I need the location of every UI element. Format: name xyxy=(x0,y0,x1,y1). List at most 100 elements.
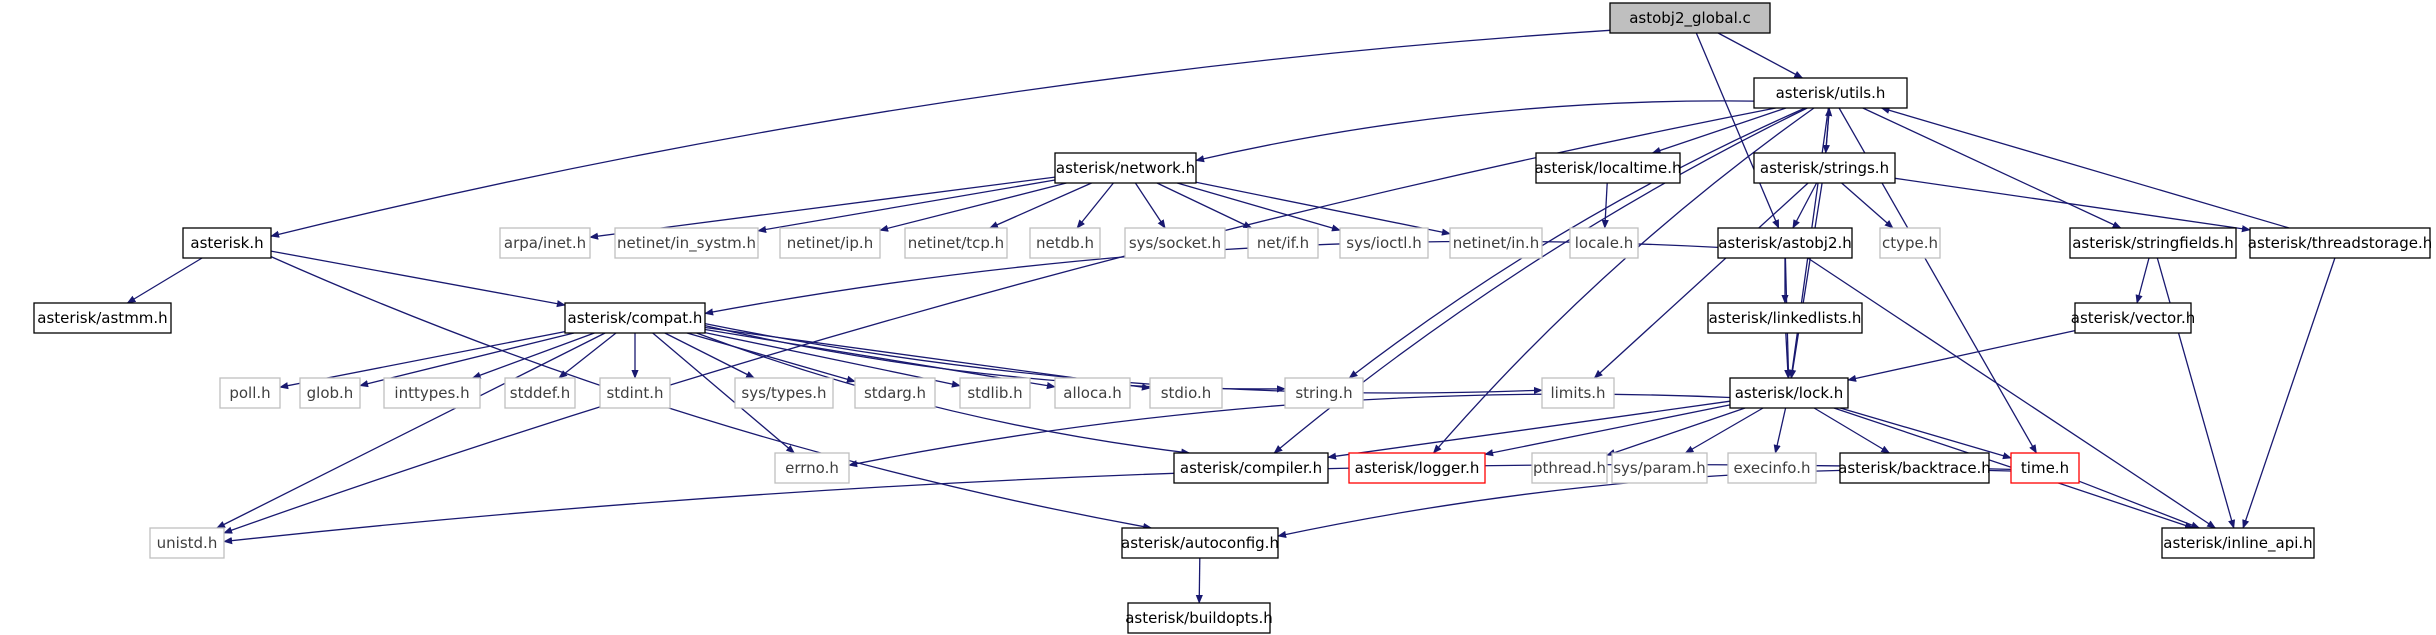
node-box xyxy=(1707,302,1863,334)
node-pthread: pthread.h xyxy=(1531,452,1608,484)
edge-utils-to-logger xyxy=(1432,107,1815,454)
nodes-layer: astobj2_global.c asterisk/utils.h asterisk… xyxy=(33,2,2432,634)
node-box xyxy=(499,227,591,259)
node-label: netinet/tcp.h xyxy=(908,234,1004,252)
node-threadstorage[interactable]: asterisk/threadstorage.h xyxy=(2248,227,2432,259)
node-label: execinfo.h xyxy=(1734,459,1811,477)
node-ioctl: sys/ioctl.h xyxy=(1339,227,1429,259)
node-label: net/if.h xyxy=(1257,234,1309,252)
node-box xyxy=(219,377,281,409)
node-stringfields[interactable]: asterisk/stringfields.h xyxy=(2069,227,2237,259)
node-label: netinet/in.h xyxy=(1453,234,1539,252)
node-box xyxy=(1609,2,1771,34)
node-box xyxy=(1611,452,1708,484)
edge-asterisk-to-astmm xyxy=(126,257,203,304)
edge-network-to-netdb xyxy=(1076,182,1114,229)
node-asterisk[interactable]: asterisk.h xyxy=(182,227,272,259)
node-astmm[interactable]: asterisk/astmm.h xyxy=(33,302,172,334)
node-box xyxy=(1531,452,1608,484)
node-root[interactable]: astobj2_global.c xyxy=(1609,2,1771,34)
node-label: pthread.h xyxy=(1533,459,1606,477)
node-buildopts[interactable]: asterisk/buildopts.h xyxy=(1125,602,1273,634)
node-label: sys/types.h xyxy=(741,384,826,402)
edge-strings-to-ctype xyxy=(1841,182,1894,229)
edge-compat-to-stdarg xyxy=(686,332,856,383)
node-time[interactable]: time.h xyxy=(2010,452,2080,484)
node-ip: netinet/ip.h xyxy=(779,227,881,259)
node-stdint: stdint.h xyxy=(599,377,671,409)
node-lock[interactable]: asterisk/lock.h xyxy=(1729,377,1849,409)
node-box xyxy=(2010,452,2080,484)
edges-layer xyxy=(126,29,2336,604)
node-vector[interactable]: asterisk/vector.h xyxy=(2071,302,2195,334)
node-box xyxy=(1753,77,1908,109)
node-box xyxy=(1054,152,1197,184)
node-label: unistd.h xyxy=(157,534,218,552)
node-label: stdint.h xyxy=(606,384,663,402)
node-box xyxy=(504,377,576,409)
node-compat[interactable]: asterisk/compat.h xyxy=(564,302,706,334)
node-box xyxy=(1173,452,1329,484)
node-box xyxy=(614,227,759,259)
node-box xyxy=(959,377,1031,409)
node-stdlib: stdlib.h xyxy=(959,377,1031,409)
node-box xyxy=(904,227,1008,259)
node-strings[interactable]: asterisk/strings.h xyxy=(1753,152,1896,184)
node-box xyxy=(854,377,936,409)
node-box xyxy=(1541,377,1615,409)
edge-utils-to-localtime xyxy=(1651,107,1787,154)
node-network[interactable]: asterisk/network.h xyxy=(1054,152,1197,184)
edge-lock-to-compiler xyxy=(1327,400,1731,460)
node-label: time.h xyxy=(2021,459,2069,477)
edge-stringfields-to-vector xyxy=(2135,257,2150,304)
edge-linkedlists-to-lock xyxy=(1784,332,1792,379)
node-compiler[interactable]: asterisk/compiler.h xyxy=(1173,452,1329,484)
edge-network-to-tcp xyxy=(989,182,1092,229)
node-label: asterisk/network.h xyxy=(1056,159,1195,177)
node-label: asterisk/compiler.h xyxy=(1180,459,1322,477)
node-box xyxy=(1029,227,1101,259)
node-label: asterisk/utils.h xyxy=(1776,84,1886,102)
edge-lock-to-logger xyxy=(1484,404,1731,457)
edge-lock-to-execinfo xyxy=(1773,407,1787,454)
node-autoconfig[interactable]: asterisk/autoconfig.h xyxy=(1121,527,1279,559)
node-label: arpa/inet.h xyxy=(504,234,586,252)
edge-utils-to-stringfields xyxy=(1862,107,2122,229)
node-stddef: stddef.h xyxy=(504,377,576,409)
edge-network-to-ip xyxy=(879,182,1067,232)
edge-network-to-netinet_in xyxy=(1195,181,1451,236)
edge-compat-to-compiler xyxy=(696,332,1191,456)
node-box xyxy=(1569,227,1639,259)
node-label: glob.h xyxy=(307,384,354,402)
node-label: asterisk/linkedlists.h xyxy=(1709,309,1862,327)
node-label: netdb.h xyxy=(1036,234,1094,252)
node-poll: poll.h xyxy=(219,377,281,409)
node-localtime[interactable]: asterisk/localtime.h xyxy=(1534,152,1682,184)
node-label: errno.h xyxy=(785,459,839,477)
node-linkedlists[interactable]: asterisk/linkedlists.h xyxy=(1707,302,1863,334)
node-label: locale.h xyxy=(1575,234,1633,252)
edge-threadstorage-to-utils xyxy=(1880,106,2290,229)
edge-strings-to-astobj2 xyxy=(1792,182,1818,229)
node-box xyxy=(1348,452,1486,484)
edge-compat-to-stddef xyxy=(558,332,617,379)
node-label: sys/ioctl.h xyxy=(1346,234,1421,252)
node-backtrace[interactable]: asterisk/backtrace.h xyxy=(1838,452,1991,484)
node-net-if: net/if.h xyxy=(1247,227,1319,259)
node-in-systm: netinet/in_systm.h xyxy=(614,227,759,259)
node-inline-api[interactable]: asterisk/inline_api.h xyxy=(2161,527,2315,559)
edge-lock-to-time xyxy=(1840,407,2012,460)
node-box xyxy=(1449,227,1543,259)
node-astobj2[interactable]: asterisk/astobj2.h xyxy=(1717,227,1853,259)
node-box xyxy=(1121,527,1279,559)
node-sys-param: sys/param.h xyxy=(1611,452,1708,484)
node-netdb: netdb.h xyxy=(1029,227,1101,259)
edge-compat-to-unistd xyxy=(216,332,606,529)
node-label: asterisk/vector.h xyxy=(2071,309,2195,327)
node-logger[interactable]: asterisk/logger.h xyxy=(1348,452,1486,484)
node-glob: glob.h xyxy=(299,377,361,409)
node-box xyxy=(182,227,272,259)
node-utils[interactable]: asterisk/utils.h xyxy=(1753,77,1908,109)
edge-threadstorage-to-inline_api xyxy=(2242,257,2336,529)
edge-utils-to-network xyxy=(1195,100,1755,163)
